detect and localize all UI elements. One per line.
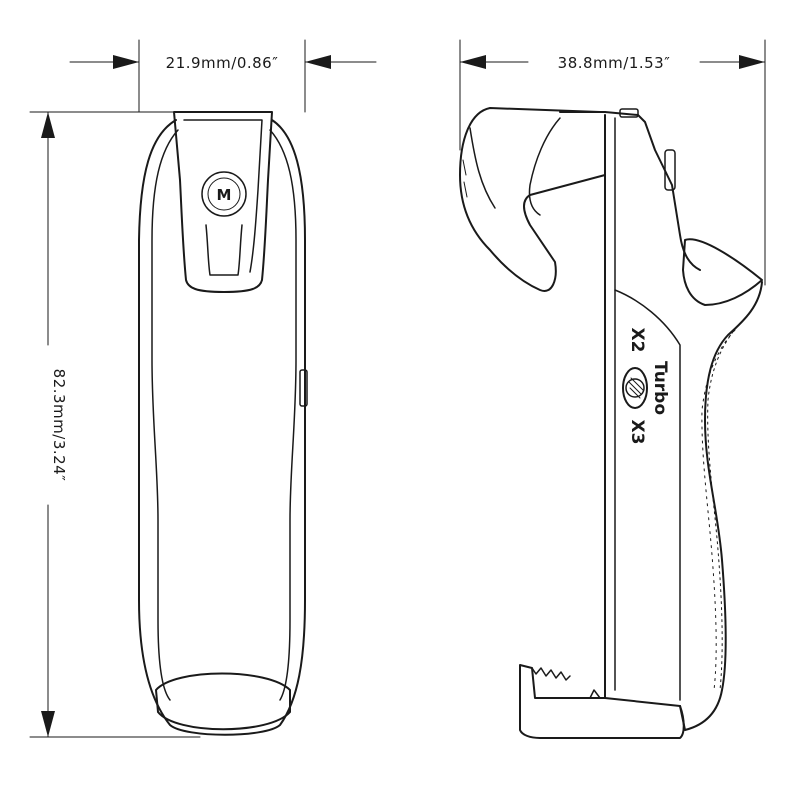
front-width-dimension: 21.9mm/0.86″ [69,39,377,113]
label-x2: X2 [627,328,647,353]
front-clip-inner [183,119,263,273]
side-top-button [619,108,639,118]
side-rear-contour [614,289,681,701]
arrowhead-height-bottom [41,711,55,737]
front-clip-stem [205,224,243,276]
front-clip [173,111,273,293]
label-x3: X3 [627,420,647,445]
logo-circle-outer [201,171,247,217]
arrowhead-height-top [41,112,55,138]
side-top-cap [559,111,701,271]
turbo-switch-outer [622,367,648,409]
front-side-button [299,369,308,407]
side-grip-dots-inner [701,329,736,691]
front-width-label: 21.9mm/0.86″ [166,54,279,72]
turbo-switch-knurl [628,377,644,399]
side-hook-texture [462,159,468,198]
height-label: 82.3mm/3.24″ [50,369,68,482]
side-width-dimension: 38.8mm/1.53″ [459,39,766,286]
label-turbo: Turbo [650,361,670,415]
side-hook-inner [528,117,561,216]
side-rear-grip [679,281,763,731]
arrowhead-front-left [113,55,139,69]
arrowhead-front-right [305,55,331,69]
front-body-inner-contour-right [269,129,297,701]
side-foot-inner [589,689,601,699]
turbo-switch [622,367,648,409]
arrowhead-side-right [739,55,765,69]
front-body-inner-contour [151,129,179,701]
side-foot-ridges [531,667,571,681]
side-hook [459,107,606,292]
side-bottom-foot [519,664,685,739]
side-upper-button [664,149,676,191]
side-grip-dots [707,317,746,691]
turbo-switch-knob [625,378,645,398]
height-dimension: 82.3mm/3.24″ [29,111,201,738]
side-hook-front [469,127,496,209]
side-width-label: 38.8mm/1.53″ [558,54,671,72]
arrowhead-side-left [460,55,486,69]
logo-letter: M [217,186,232,204]
front-bottom-pad [155,672,291,731]
front-view: M [138,111,308,736]
logo-circle-inner [207,177,241,211]
front-body-outline [138,119,306,736]
side-view: X2 Turbo X3 [459,107,763,739]
side-trigger [682,238,763,306]
